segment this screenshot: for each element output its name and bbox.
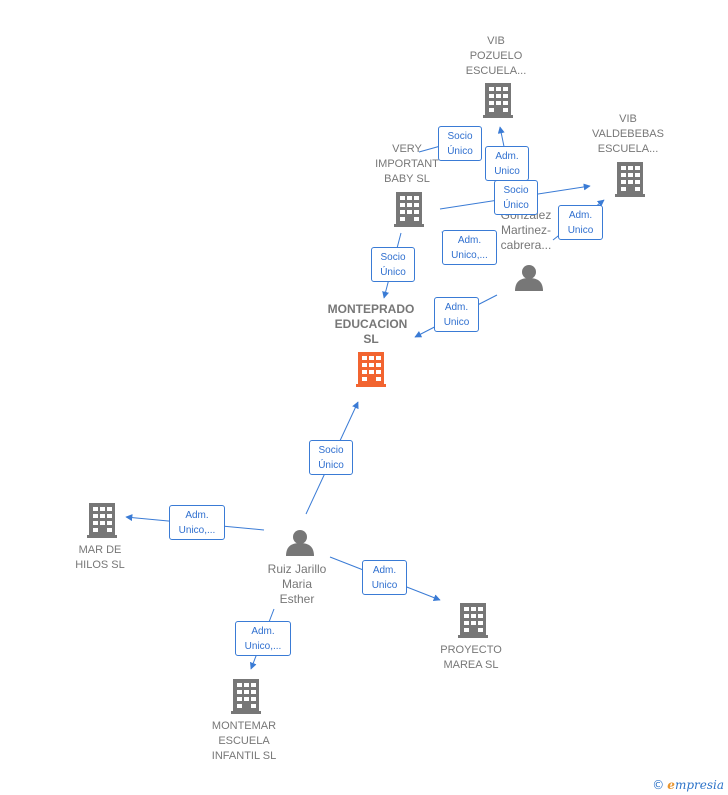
edge-label[interactable]: Socio Único [309,440,353,475]
edge-label[interactable]: Adm. Unico [558,205,603,240]
edge-label[interactable]: Socio Único [371,247,415,282]
building-icon[interactable] [356,352,386,387]
building-icon[interactable] [615,162,645,197]
person-icon[interactable] [515,265,543,291]
building-icon[interactable] [483,83,513,118]
edge-label[interactable]: Adm. Unico,... [235,621,291,656]
node-label-ruiz-jarillo[interactable]: Ruiz Jarillo Maria Esther [267,562,327,606]
edge-label[interactable]: Socio Único [494,180,538,215]
edge-label[interactable]: Socio Único [438,126,482,161]
node-label-vib-valdebebas[interactable]: VIB VALDEBEBAS ESCUELA... [592,113,664,155]
node-label-montemar[interactable]: MONTEMAR ESCUELA INFANTIL SL [211,720,277,762]
building-icon[interactable] [458,603,488,638]
edge-label[interactable]: Adm. Unico [485,146,529,181]
node-label-vib-pozuelo[interactable]: VIB POZUELO ESCUELA... [465,35,527,77]
node-label-mar-de-hilos[interactable]: MAR DE HILOS SL [75,544,125,571]
building-icon[interactable] [231,679,261,714]
node-label-very-important-baby[interactable]: VERY IMPORTANT BABY SL [375,143,439,185]
edge-label[interactable]: Adm. Unico [362,560,407,595]
node-label-monteprado[interactable]: MONTEPRADO EDUCACION SL [327,302,415,346]
person-icon[interactable] [286,530,314,556]
node-label-proyecto-marea[interactable]: PROYECTO MAREA SL [440,644,502,671]
empresia-watermark: ©empresia [652,778,724,792]
building-icon[interactable] [394,192,424,227]
building-icon[interactable] [87,503,117,538]
edge-label[interactable]: Adm. Unico [434,297,479,332]
edge-label[interactable]: Adm. Unico,... [169,505,225,540]
copyright-icon: © [652,778,665,792]
edge-label[interactable]: Adm. Unico,... [442,230,497,265]
